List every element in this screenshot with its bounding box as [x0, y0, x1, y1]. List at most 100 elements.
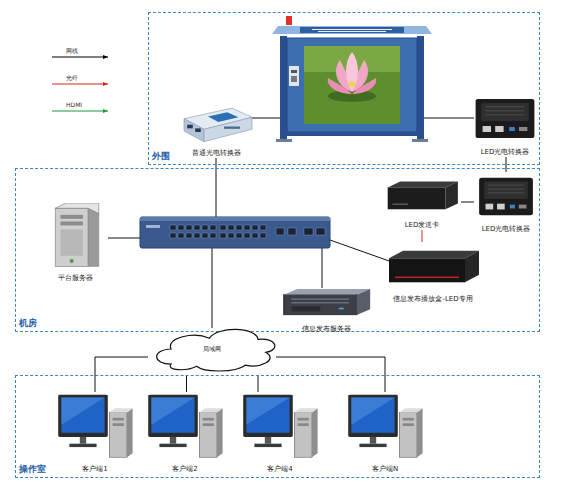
client-pc-icon-part-part — [298, 418, 309, 421]
platform-server-icon — [42, 203, 108, 269]
zone-label: 机房 — [19, 318, 37, 329]
client-pc-icon-part-part — [403, 423, 414, 426]
publish-server-icon-part-part — [291, 298, 349, 299]
legend-lines-part — [52, 57, 108, 58]
layout-wires-part — [330, 240, 392, 262]
platform-server-icon-part-part — [55, 208, 88, 266]
client-pc-icon-part-part — [243, 395, 293, 437]
network-switch-part-part — [252, 225, 258, 230]
device-label: 平台服务器 — [36, 274, 114, 283]
network-switch-part-part — [202, 225, 208, 230]
device-label: LED光电转换器 — [464, 148, 546, 157]
network-switch-part-part — [170, 233, 176, 238]
media-converter-icon-part-part — [204, 117, 252, 141]
device-label: 局域网 — [148, 344, 276, 354]
zone-band: 操作室客户端1客户端2客户端4客户端N — [15, 375, 540, 478]
network-switch-part-part — [170, 225, 176, 230]
led-sender-card: LED发送卡 — [383, 174, 461, 230]
led-converter-icon-part-part — [519, 127, 527, 131]
led-billboard-part — [276, 139, 292, 142]
device-label: 信息发布播放盒-LED专用 — [377, 295, 489, 304]
led-converter-icon-part-part — [476, 99, 535, 138]
client-pc-icon-part-part — [399, 412, 417, 457]
network-switch-part-part — [236, 225, 242, 230]
client-pc-icon-part-part — [58, 395, 108, 437]
client-pc-icon-part-part — [61, 397, 104, 424]
led-sender-card-icon — [383, 174, 461, 216]
led-billboard-part — [286, 132, 418, 136]
client-pc-icon-part — [240, 392, 320, 460]
led-converter-icon — [470, 93, 540, 143]
legend-lines — [52, 55, 108, 113]
led-converter-icon-part — [470, 93, 540, 143]
led-billboard — [272, 16, 432, 142]
client-pc: 客户端1 — [55, 392, 135, 474]
legend-lines-part — [103, 55, 108, 59]
led-billboard-part — [287, 38, 417, 132]
led-converter-icon-part-part — [488, 188, 524, 189]
connector-line — [258, 376, 259, 392]
led-converter: LED光电转换器 — [474, 172, 538, 234]
led-converter-icon-part-part — [488, 184, 524, 185]
client-pc-icon-part-part — [109, 408, 132, 412]
network-switch-part-part — [186, 233, 192, 238]
network-switch-part-part — [228, 225, 234, 230]
led-billboard-part — [412, 139, 428, 142]
player-box-icon-part-part — [389, 258, 465, 282]
led-sender-card-icon-part-part — [388, 187, 446, 209]
client-pc-icon-part-part — [294, 412, 312, 457]
client-pc-icon — [345, 392, 425, 460]
led-billboard-part — [286, 16, 292, 25]
led-billboard-part — [318, 31, 386, 32]
led-billboard-part — [417, 36, 424, 140]
led-converter-icon-part-part — [485, 110, 524, 112]
led-converter: LED光电转换器 — [470, 93, 540, 157]
player-box-icon-part-part — [395, 277, 459, 278]
led-billboard-part — [328, 78, 352, 94]
client-pc: 客户端2 — [145, 392, 225, 474]
led-billboard-part — [272, 26, 432, 34]
client-pc-icon-part-part — [351, 397, 394, 432]
client-pc-icon-part-part — [199, 412, 217, 457]
device-label: LED发送卡 — [377, 221, 467, 230]
network-switch-part-part — [244, 233, 250, 238]
client-pc-icon-part-part — [312, 408, 318, 457]
client-pc-icon-part-part — [113, 418, 124, 421]
network-switch-part-part — [202, 233, 208, 238]
network-switch — [140, 217, 330, 248]
led-billboard-part — [280, 36, 287, 140]
zone-band: 机房平台服务器LED发送卡LED光电转换器信息发布播放盒-LED专用信息发布服务… — [15, 168, 540, 332]
platform-server-icon-part-part — [55, 203, 99, 214]
client-pc-icon-part-part — [399, 408, 422, 412]
publish-server-icon — [278, 284, 374, 320]
client-pc-icon-part-part — [80, 437, 86, 444]
legend-label: 光纤 — [66, 74, 78, 82]
zone-label: 外围 — [152, 151, 170, 162]
network-switch-part-part — [288, 228, 296, 235]
client-pc-icon-part-part — [254, 444, 281, 447]
connector-line — [186, 376, 187, 392]
network-switch-part-part — [228, 233, 234, 238]
client-pc-icon-part-part — [246, 397, 289, 432]
led-converter-icon-part-part — [484, 182, 528, 199]
media-converter-icon-part-part — [187, 125, 193, 129]
client-pc-icon-part-part — [294, 408, 317, 412]
player-box-icon-part-part — [465, 251, 479, 283]
led-billboard-part — [291, 76, 297, 82]
media-converter-icon-part-part — [224, 127, 240, 129]
publish-server-icon-part-part — [284, 295, 357, 315]
device-label: 信息发布服务器 — [272, 325, 380, 334]
legend-lines-part — [52, 84, 108, 85]
layout-wires-part — [108, 238, 140, 239]
media-converter: 普通光电转换器 — [176, 98, 256, 158]
media-converter-icon — [176, 98, 256, 144]
player-box-icon-part — [383, 242, 483, 290]
publish-server-icon-part — [278, 284, 374, 320]
client-pc-icon-part-part — [403, 418, 414, 421]
connector-line — [461, 202, 474, 203]
client-pc-icon-part-part — [417, 408, 423, 457]
player-box: 信息发布播放盒-LED专用 — [383, 242, 483, 304]
platform-server-icon-part-part — [88, 208, 99, 266]
client-pc-icon-part-part — [265, 437, 271, 444]
